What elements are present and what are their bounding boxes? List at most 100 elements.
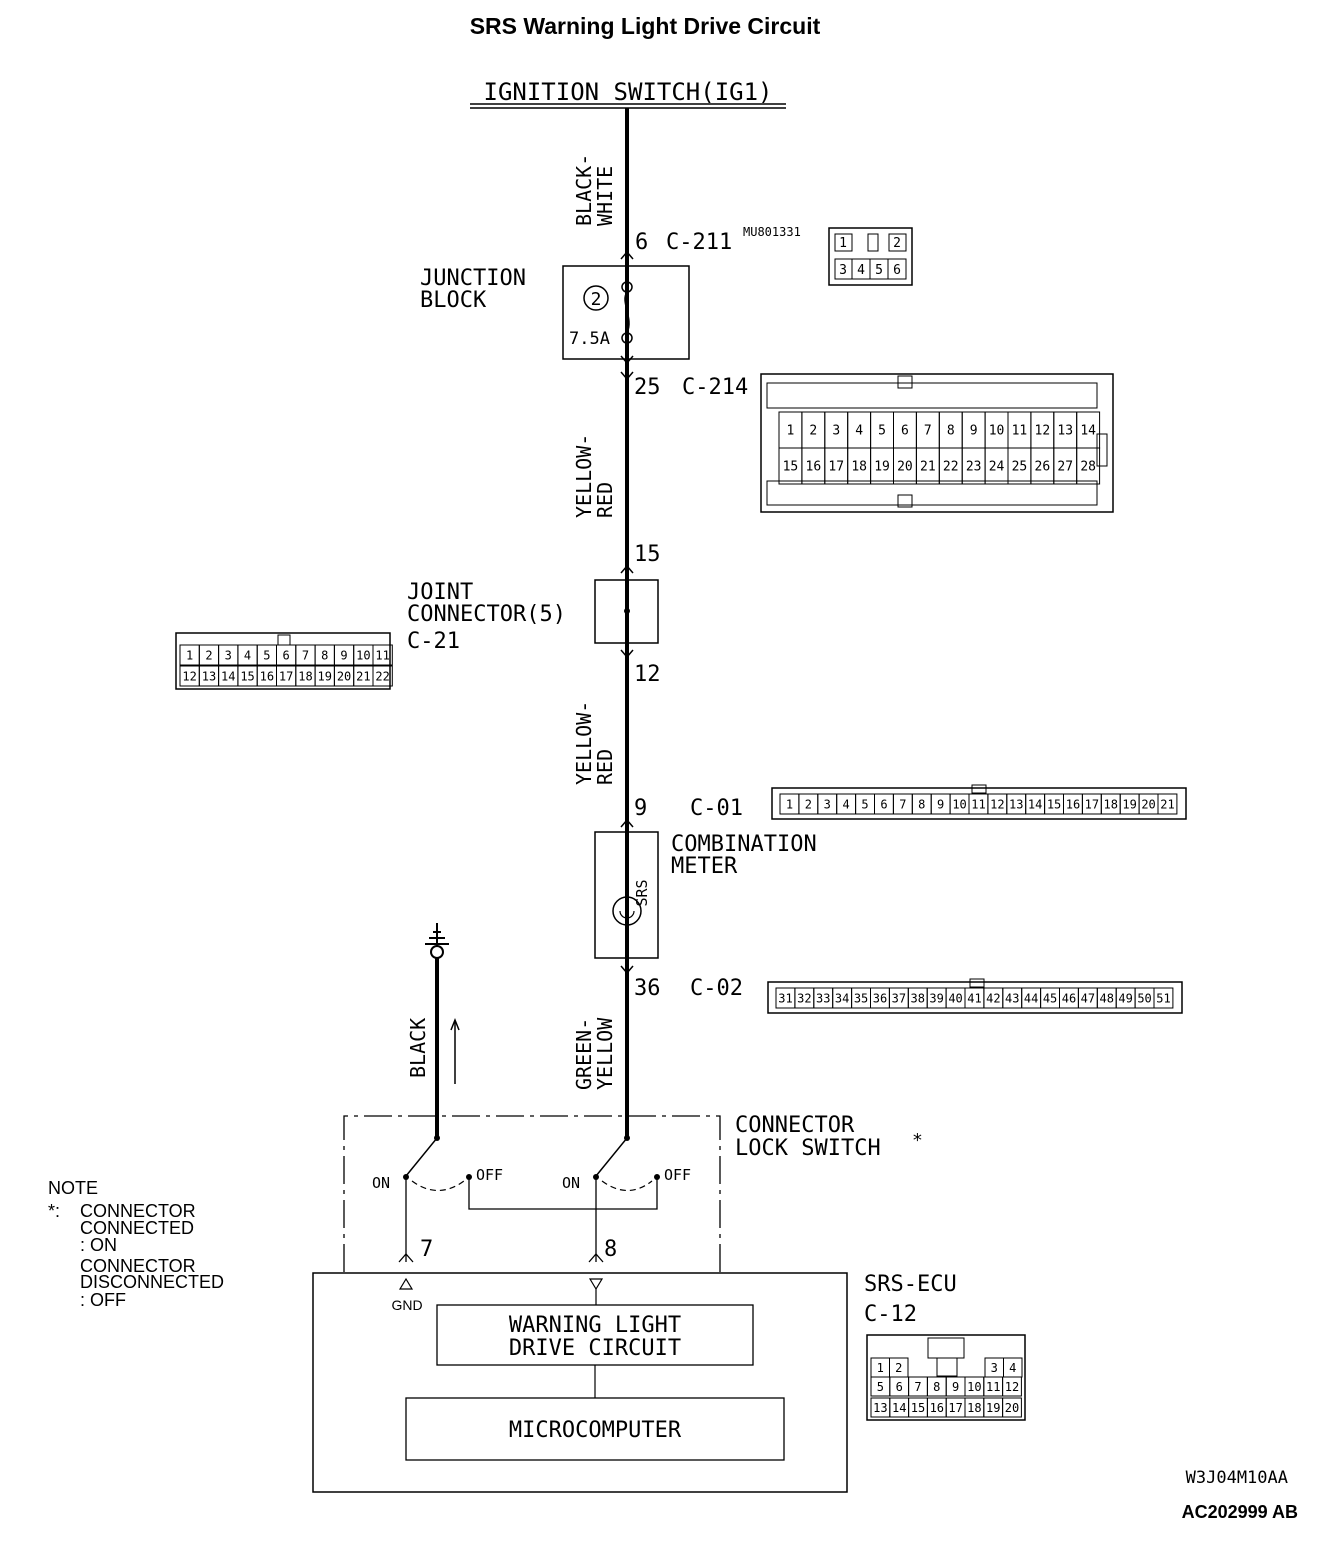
c01-pin-label: 16 — [1066, 797, 1080, 811]
c214-pin-label: 4 — [855, 424, 863, 439]
c12-pin-label: 7 — [914, 1380, 921, 1394]
c12-pin-label: 13 — [873, 1401, 887, 1415]
c01-pin-cell — [1157, 793, 1178, 815]
c02-pin-label: 34 — [835, 991, 849, 1005]
fuse-number: 2 — [591, 289, 602, 310]
fuse-number-circle — [583, 285, 609, 311]
svg-text:1: 1 — [839, 236, 847, 251]
figure-code: W3J04M10AA — [1186, 1468, 1288, 1488]
c21-pin-label: 14 — [221, 669, 235, 683]
gnd-label: GND — [391, 1297, 422, 1313]
srs-ecu-box — [312, 1272, 848, 1493]
drive-circuit-label-1: WARNING LIGHT — [509, 1313, 681, 1338]
joint-connector-label-3: C-21 — [407, 629, 460, 654]
srs-lamp-label: SRS — [633, 879, 651, 906]
joint-connector-label-1: JOINT — [407, 580, 473, 605]
c21-pin-label: 3 — [225, 648, 232, 662]
c214-pin-label: 8 — [947, 424, 955, 439]
pin-25: 25 — [634, 375, 661, 400]
connector-c01-label: C-01 — [690, 796, 743, 821]
off-contacts-bridge — [468, 1177, 658, 1210]
c12-pin-label: 9 — [952, 1380, 959, 1394]
switch-right-off-label: OFF — [664, 1166, 691, 1184]
junction-block-label-1: JUNCTION — [420, 266, 526, 291]
switch-left-on-label: ON — [372, 1174, 390, 1192]
c02-pin-label: 36 — [873, 991, 887, 1005]
lock-switch-mark: * — [912, 1130, 923, 1151]
c02-pin-label: 44 — [1024, 991, 1038, 1005]
c214-pin-label: 16 — [806, 460, 822, 475]
c02-pin-label: 43 — [1005, 991, 1019, 1005]
c01-pin-label: 5 — [861, 797, 868, 811]
lock-switch-boundary — [343, 1115, 721, 1272]
pin-7: 7 — [420, 1237, 433, 1262]
c21-pin-label: 11 — [375, 648, 389, 662]
c214-pin-label: 19 — [874, 460, 890, 475]
c02-pin-label: 42 — [986, 991, 1000, 1005]
c21-pin-label: 7 — [302, 648, 309, 662]
note-heading: NOTE — [48, 1178, 98, 1198]
svg-text:2: 2 — [893, 236, 901, 251]
svg-text:GREEN-: GREEN- — [572, 1018, 596, 1090]
c12-pin-label: 18 — [967, 1401, 981, 1415]
c214-pin-label: 11 — [1012, 424, 1028, 439]
c02-pin-label: 49 — [1118, 991, 1132, 1005]
c214-pin-label: 10 — [989, 424, 1005, 439]
c12-pin-label: 11 — [986, 1380, 1000, 1394]
connector-c02-label: C-02 — [690, 976, 743, 1001]
c01-pin-label: 4 — [843, 797, 850, 811]
c21-pin-label: 21 — [356, 669, 370, 683]
c02-pin-label: 37 — [892, 991, 906, 1005]
c21-pin-label: 12 — [182, 669, 196, 683]
c21-pin-label: 8 — [321, 648, 328, 662]
c12-pin-label: 20 — [1005, 1401, 1019, 1415]
c21-pin-label: 2 — [205, 648, 212, 662]
wire-label-black: BLACK — [406, 1018, 430, 1078]
c01-pin-label: 15 — [1047, 797, 1061, 811]
c02-pin-label: 38 — [911, 991, 925, 1005]
c12-pin-cell — [1002, 1397, 1022, 1418]
c214-pin-label: 6 — [901, 424, 909, 439]
pin-6: 6 — [635, 230, 648, 255]
c21-pin-label: 13 — [202, 669, 216, 683]
c01-pin-label: 6 — [880, 797, 887, 811]
c12-pin-label: 10 — [967, 1380, 981, 1394]
c12-pin-label: 16 — [930, 1401, 944, 1415]
c21-pin-label: 1 — [186, 648, 193, 662]
c12-pin-cell — [1002, 1376, 1022, 1397]
switch-right-blade — [595, 1137, 628, 1177]
c12-pin-label: 17 — [948, 1401, 962, 1415]
svg-text:4: 4 — [857, 263, 865, 278]
pin-36: 36 — [634, 976, 661, 1001]
signal-terminal-symbol — [588, 1278, 604, 1291]
switch-right-on-label: ON — [562, 1174, 580, 1192]
c01-pin-label: 11 — [971, 797, 985, 811]
switch-left-off-label: OFF — [476, 1166, 503, 1184]
pin-12: 12 — [634, 662, 661, 687]
c02-pin-label: 45 — [1043, 991, 1057, 1005]
c02-pin-label: 33 — [816, 991, 830, 1005]
note-line-5: DISCONNECTED — [80, 1272, 224, 1292]
fuse-rating: 7.5A — [569, 329, 610, 349]
c21-pin-label: 10 — [356, 648, 370, 662]
svg-text:RED: RED — [593, 482, 617, 518]
note-line-4: CONNECTOR — [80, 1256, 196, 1276]
pin-8: 8 — [604, 1237, 617, 1262]
wire-label-yellow-red-2: YELLOW- RED — [572, 701, 617, 785]
c02-pin-label: 31 — [778, 991, 792, 1005]
wire-label-black-white: BLACK- WHITE — [572, 154, 617, 226]
c214-pin-label: 15 — [783, 460, 799, 475]
c214-pin-label: 17 — [828, 460, 844, 475]
c01-pin-label: 3 — [824, 797, 831, 811]
connector-c211-label: C-211 — [666, 230, 732, 255]
microcomputer-label: MICROCOMPUTER — [509, 1418, 682, 1443]
reference-code: AC202999 AB — [1182, 1502, 1298, 1522]
note-line-1: CONNECTOR — [80, 1201, 196, 1221]
c01-pin-label: 9 — [937, 797, 944, 811]
diagram-title: SRS Warning Light Drive Circuit — [470, 13, 821, 39]
c01-pin-label: 1 — [786, 797, 793, 811]
lock-switch-label-1: CONNECTOR — [735, 1113, 855, 1138]
